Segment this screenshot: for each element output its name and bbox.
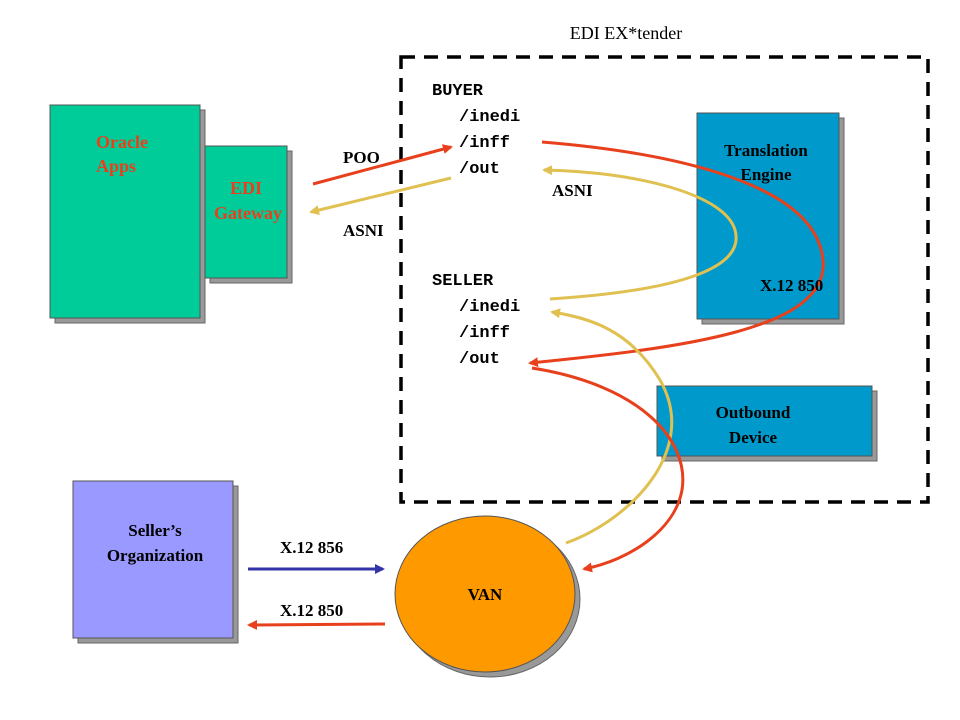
x12-850-van-label: X.12 850	[280, 601, 343, 620]
translation-engine-box: Translation Engine	[696, 112, 845, 325]
poo-arrow	[312, 144, 453, 186]
x12-850-engine-arrow	[528, 140, 825, 368]
x12-850-engine-label: X.12 850	[760, 276, 823, 295]
x12-856-label: X.12 856	[280, 538, 343, 557]
van-node: VAN	[394, 515, 581, 678]
buyer-dir-out: /out	[459, 160, 500, 179]
outbound-device-label-2: Device	[729, 428, 778, 447]
van-to-seller-arrow	[550, 308, 674, 545]
buyer-directories: BUYER /inedi /inff /out	[432, 82, 520, 179]
edi-gateway-label-1: EDI	[230, 178, 262, 198]
oracle-apps-box: Oracle Apps	[49, 104, 206, 324]
edi-gateway-box: EDI Gateway	[204, 145, 293, 284]
diagram-title: EDI EX*tender	[570, 23, 682, 43]
sellers-organization-label-1: Seller’s	[128, 521, 182, 540]
outbound-device-box: Outbound Device	[656, 385, 878, 462]
seller-to-van-arrow	[531, 366, 685, 573]
seller-dir-inedi: /inedi	[459, 298, 520, 317]
poo-label: POO	[343, 148, 380, 167]
seller-dir-out: /out	[459, 350, 500, 369]
asni-gateway-arrow	[309, 176, 452, 215]
sellers-organization-box: Seller’s Organization	[72, 480, 239, 644]
buyer-dir-inff: /inff	[459, 134, 510, 153]
seller-heading: SELLER	[432, 272, 494, 291]
buyer-heading: BUYER	[432, 82, 484, 101]
seller-dir-inff: /inff	[459, 324, 510, 343]
sellers-organization-label-2: Organization	[107, 546, 204, 565]
asni-engine-arrow	[542, 165, 738, 301]
van-label: VAN	[468, 585, 503, 604]
oracle-apps-label-1: Oracle	[96, 132, 148, 152]
buyer-dir-inedi: /inedi	[459, 108, 520, 127]
translation-engine-label-2: Engine	[740, 165, 791, 184]
asni-gateway-label: ASNI	[343, 221, 384, 240]
x12-850-van-arrow	[247, 619, 386, 630]
edi-gateway-label-2: Gateway	[214, 203, 282, 223]
seller-directories: SELLER /inedi /inff /out	[432, 272, 520, 369]
extender-boundary	[399, 55, 930, 504]
oracle-apps-label-2: Apps	[96, 156, 136, 176]
outbound-device-label-1: Outbound	[716, 403, 791, 422]
asni-engine-label: ASNI	[552, 181, 593, 200]
translation-engine-label-1: Translation	[724, 141, 808, 160]
